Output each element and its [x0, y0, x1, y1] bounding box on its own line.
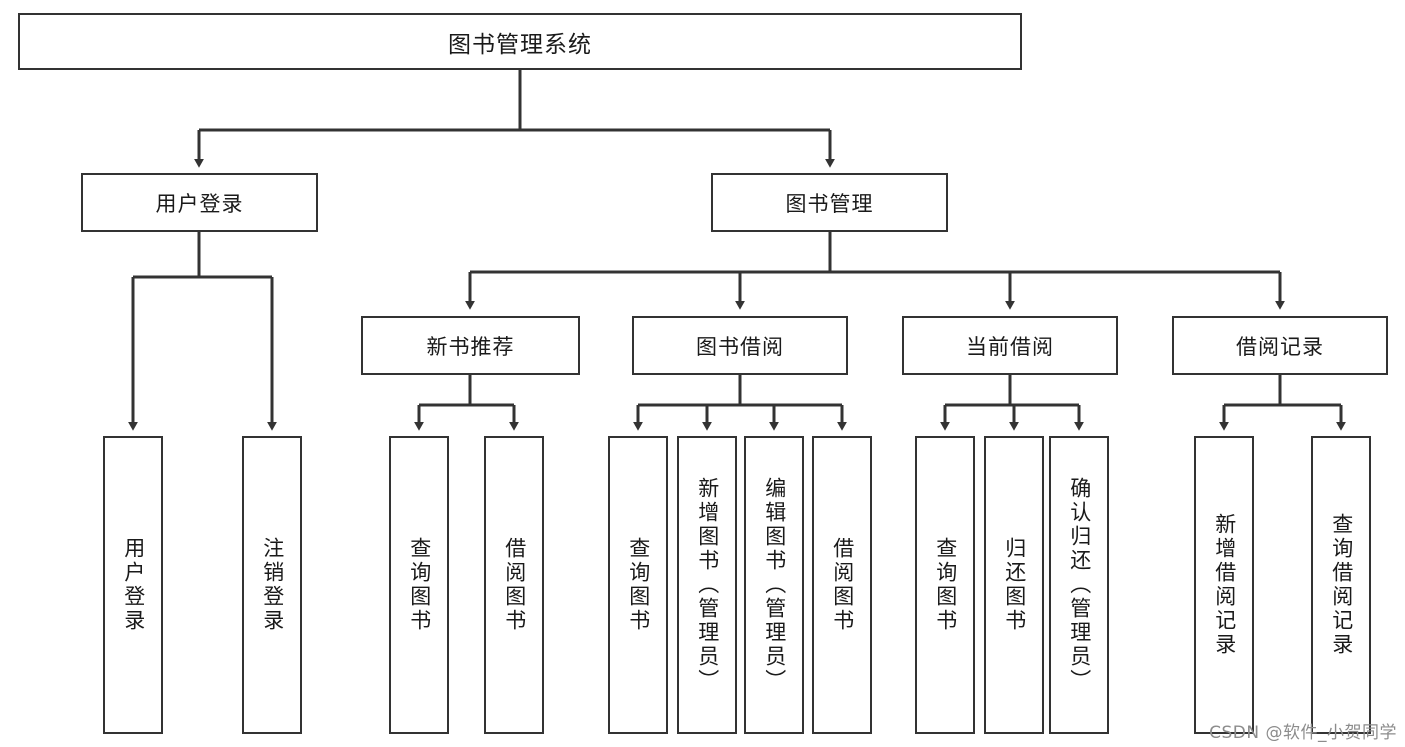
node-label: 查询图书 [407, 537, 432, 633]
leaf-add-borrow-record[interactable]: 新增借阅记录 [1194, 436, 1254, 734]
edges-current-borrow-to-leaves [940, 375, 1084, 431]
node-label: 借阅图书 [502, 537, 527, 633]
edges-borrow-to-leaves [633, 375, 847, 431]
node-label: 图书管理系统 [448, 31, 592, 58]
leaf-borrow-book-borrowing[interactable]: 借阅图书 [812, 436, 872, 734]
node-label: 编辑图书（管理员） [762, 477, 787, 693]
leaf-logout[interactable]: 注销登录 [242, 436, 302, 734]
watermark-text: CSDN @软件_小贺同学 [1209, 723, 1397, 743]
node-label: 查询图书 [626, 537, 651, 633]
node-label: 图书管理 [785, 191, 874, 216]
leaf-edit-book-admin[interactable]: 编辑图书（管理员） [744, 436, 804, 734]
leaf-confirm-return-admin[interactable]: 确认归还（管理员） [1049, 436, 1109, 734]
node-label: 借阅图书 [830, 537, 855, 633]
leaf-add-book-admin[interactable]: 新增图书（管理员） [677, 436, 737, 734]
leaf-query-book-recommendation[interactable]: 查询图书 [389, 436, 449, 734]
leaf-user-login[interactable]: 用户登录 [103, 436, 163, 734]
node-new-book-recommendation[interactable]: 新书推荐 [361, 316, 580, 375]
leaf-return-book[interactable]: 归还图书 [984, 436, 1044, 734]
node-label: 注销登录 [260, 537, 285, 633]
edges-new-book-to-leaves [414, 375, 519, 431]
node-label: 当前借阅 [966, 334, 1054, 359]
leaf-query-borrow-record[interactable]: 查询借阅记录 [1311, 436, 1371, 734]
node-label: 新书推荐 [426, 334, 515, 359]
node-label: 新增借阅记录 [1212, 513, 1237, 657]
node-label: 借阅记录 [1236, 334, 1324, 359]
node-label: 查询借阅记录 [1329, 513, 1354, 657]
edges-user-login-to-leaves [128, 232, 277, 431]
node-label: 新增图书（管理员） [695, 477, 720, 693]
node-borrow-records[interactable]: 借阅记录 [1172, 316, 1388, 375]
node-user-login[interactable]: 用户登录 [81, 173, 318, 232]
node-book-borrowing[interactable]: 图书借阅 [632, 316, 848, 375]
node-label: 用户登录 [121, 537, 146, 633]
node-current-borrowing[interactable]: 当前借阅 [902, 316, 1118, 375]
edges-records-to-leaves [1219, 375, 1346, 431]
edges-book-mgmt-to-level-three [465, 232, 1285, 310]
node-label: 归还图书 [1002, 537, 1027, 633]
leaf-query-book-borrowing[interactable]: 查询图书 [608, 436, 668, 734]
node-label: 查询图书 [933, 537, 958, 633]
node-label: 图书借阅 [696, 334, 784, 359]
node-label: 确认归还（管理员） [1067, 477, 1092, 693]
edges-root-to-level-two [194, 70, 835, 168]
node-root-library-system[interactable]: 图书管理系统 [18, 13, 1022, 70]
leaf-query-book-current[interactable]: 查询图书 [915, 436, 975, 734]
node-label: 用户登录 [155, 191, 244, 216]
leaf-borrow-book-recommendation[interactable]: 借阅图书 [484, 436, 544, 734]
node-book-management[interactable]: 图书管理 [711, 173, 948, 232]
